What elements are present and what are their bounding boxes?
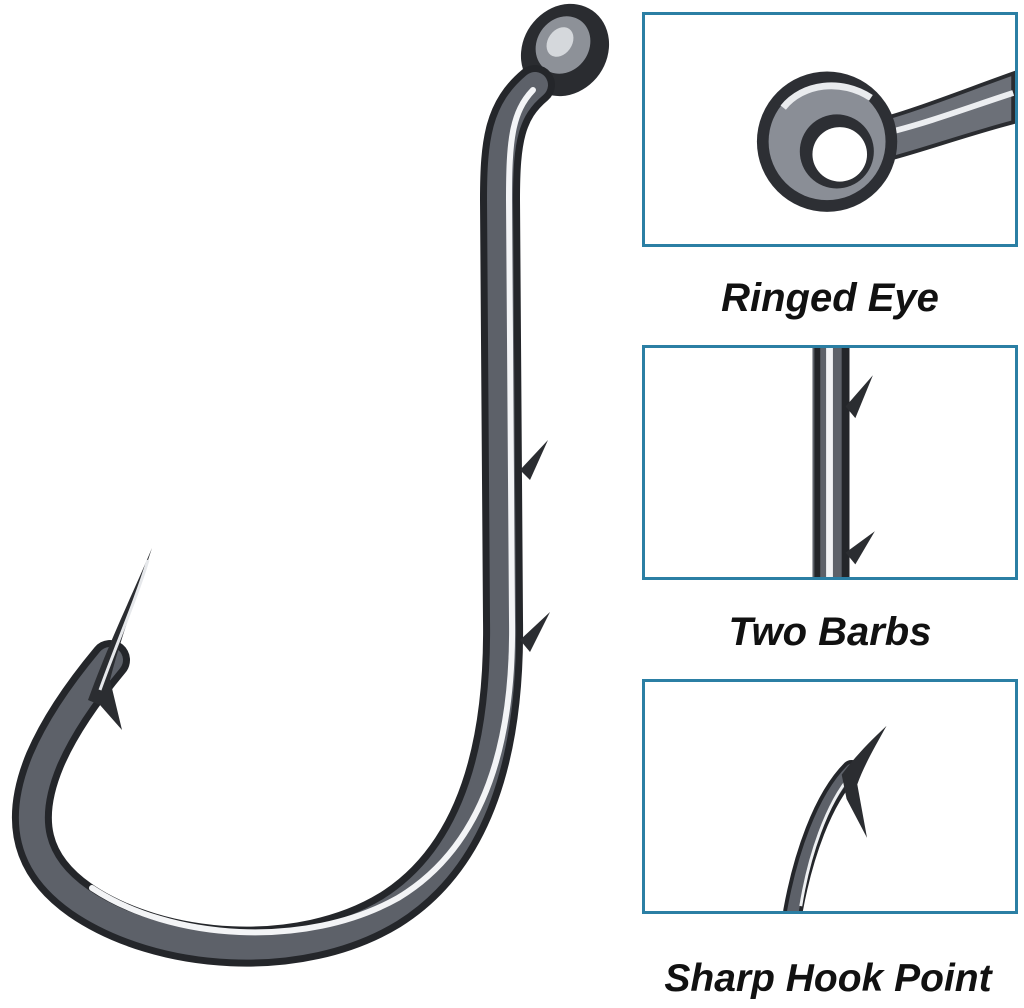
sharp-hook-point-panel [642,679,1018,914]
two-barbs-closeup-image [812,348,875,577]
fishing-hook-image [11,3,610,967]
shank-barb-lower [520,612,550,652]
two-barbs-panel [642,345,1018,580]
shank-barb-upper [520,440,548,480]
barb-lower [845,531,875,565]
ringed-eye-panel [642,12,1018,247]
sharp-hook-point-closeup-image [783,725,887,911]
barb-upper [845,375,873,419]
sharp-hook-point-caption: Sharp Hook Point [664,957,992,1000]
ringed-eye-closeup-image [756,70,1015,212]
two-barbs-caption: Two Barbs [728,610,932,654]
ringed-eye-caption: Ringed Eye [721,276,939,320]
